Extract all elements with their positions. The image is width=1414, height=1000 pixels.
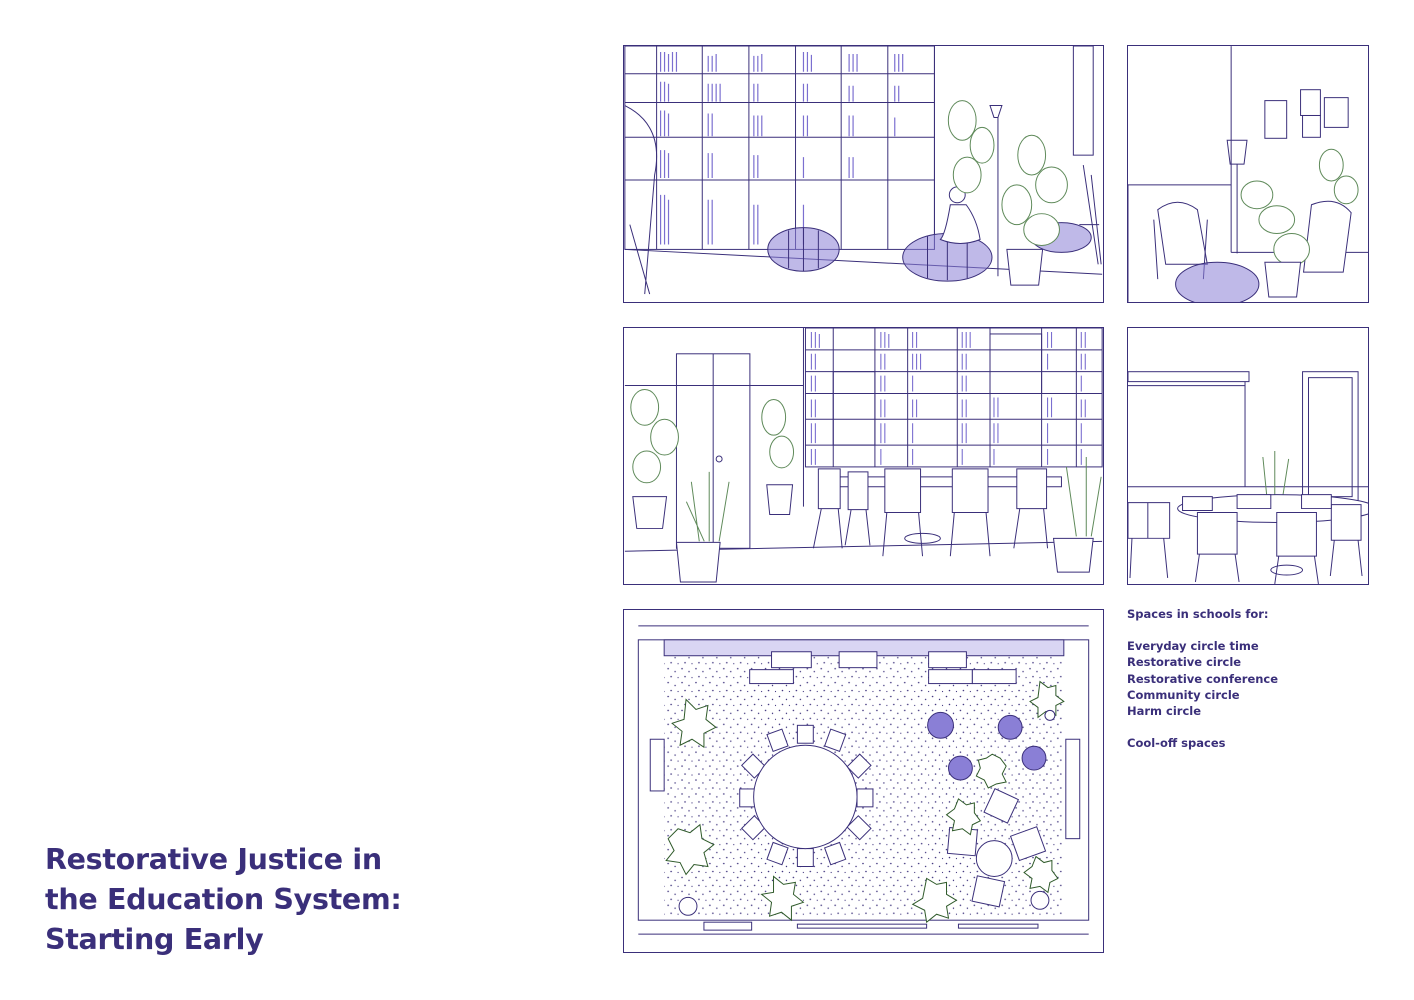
legend-item: Restorative conference xyxy=(1127,671,1279,686)
page-title: Restorative Justice in the Education Sys… xyxy=(45,840,515,960)
title-line: the Education System: xyxy=(45,883,402,916)
perspective-meeting-area xyxy=(623,327,1104,585)
title-line: Restorative Justice in xyxy=(45,843,382,876)
legend-item: Restorative circle xyxy=(1127,655,1242,670)
spaces-legend: Spaces in schools for: Everyday circle t… xyxy=(1127,606,1387,751)
library-poufs-drawing xyxy=(624,46,1103,295)
legend-item: Community circle xyxy=(1127,687,1240,702)
meeting-area-drawing xyxy=(624,328,1103,583)
floor-plan xyxy=(623,609,1104,953)
perspective-library-poufs xyxy=(623,45,1104,303)
legend-extra: Cool-off spaces xyxy=(1127,736,1226,751)
floor-plan-drawing xyxy=(637,625,1090,935)
legend-heading: Spaces in schools for: xyxy=(1127,607,1269,621)
perspective-round-table xyxy=(1127,327,1369,585)
title-line: Starting Early xyxy=(45,923,264,956)
legend-item: Everyday circle time xyxy=(1127,639,1259,654)
legend-item: Harm circle xyxy=(1127,704,1202,719)
round-table-drawing xyxy=(1128,371,1368,584)
perspective-reading-nook xyxy=(1127,45,1369,303)
reading-nook-drawing xyxy=(1128,46,1368,302)
